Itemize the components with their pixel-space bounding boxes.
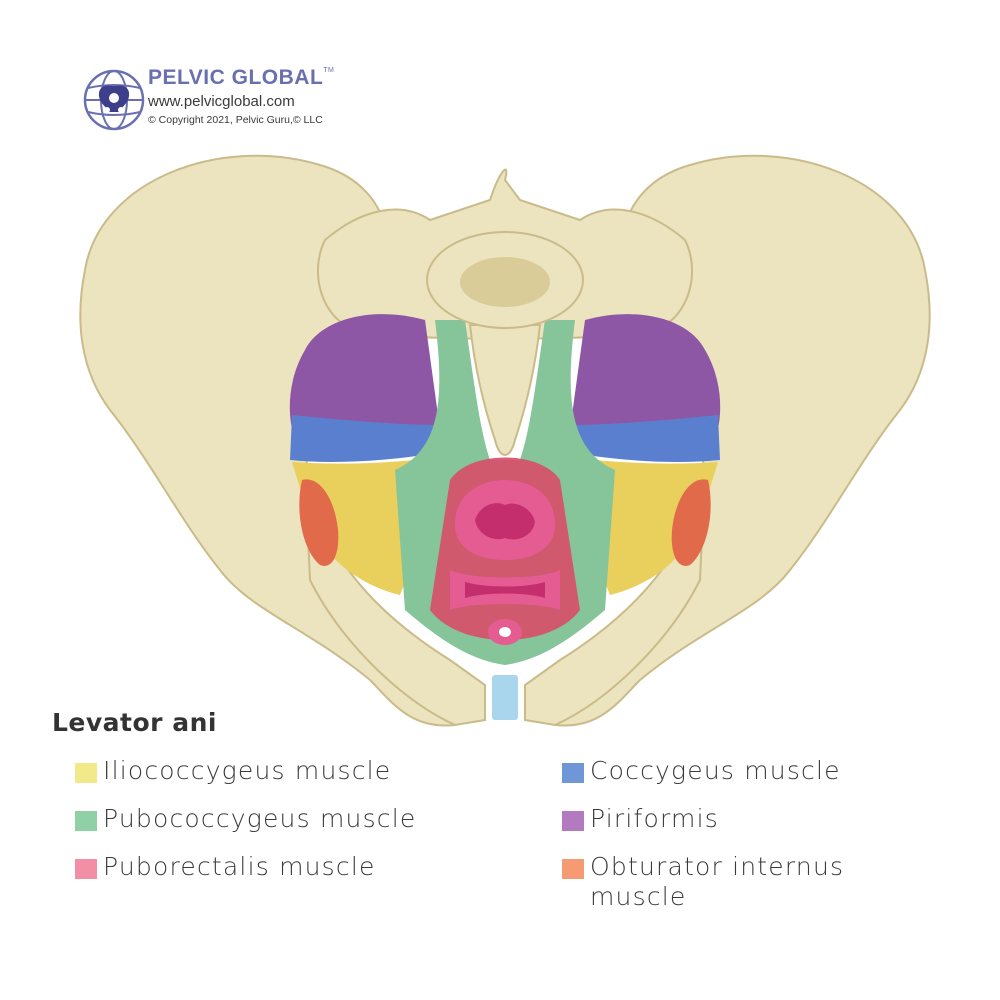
legend-swatch bbox=[562, 811, 584, 831]
legend-label-line1: Obturator internus bbox=[590, 852, 845, 881]
pelvis-illustration bbox=[79, 154, 931, 727]
legend-label: Pubococcygeus muscle bbox=[103, 804, 417, 833]
urethra-lumen bbox=[499, 627, 511, 637]
pelvic-global-logo: PELVIC GLOBALTM www.pelvicglobal.com © C… bbox=[82, 66, 382, 136]
sacral-canal-opening bbox=[460, 257, 550, 307]
legend-swatch bbox=[562, 859, 584, 879]
legend-swatch bbox=[562, 763, 584, 783]
coccyx bbox=[468, 324, 542, 456]
brand-url: www.pelvicglobal.com bbox=[148, 93, 295, 110]
pelvic-bone bbox=[79, 154, 931, 727]
coccygeus-right bbox=[555, 415, 720, 462]
legend-label: Puborectalis muscle bbox=[103, 852, 376, 881]
legend-label: Iliococcygeus muscle bbox=[103, 756, 392, 785]
legend-label-line2: muscle bbox=[590, 882, 687, 911]
brand-name: PELVIC GLOBALTM bbox=[148, 66, 335, 89]
coccygeus-left bbox=[290, 415, 455, 462]
legend-label: Piriformis bbox=[590, 804, 719, 833]
legend-swatch bbox=[75, 859, 97, 879]
legend-swatch bbox=[75, 763, 97, 783]
brand-copyright: © Copyright 2021, Pelvic Guru,© LLC bbox=[148, 114, 323, 126]
anal-canal-inner bbox=[475, 503, 535, 540]
piriformis-left bbox=[289, 314, 440, 442]
legend-label: Obturator internus muscle bbox=[590, 852, 844, 912]
legend-label: Coccygeus muscle bbox=[590, 756, 841, 785]
piriformis-right bbox=[570, 314, 721, 442]
legend-swatch bbox=[75, 811, 97, 831]
pubic-symphysis bbox=[492, 675, 518, 720]
legend-title: Levator ani bbox=[52, 708, 217, 737]
vaginal-canal-inner bbox=[465, 582, 545, 598]
globe-pelvis-icon bbox=[83, 69, 145, 131]
obturator-internus-left bbox=[299, 479, 339, 566]
obturator-internus-right bbox=[671, 479, 711, 566]
